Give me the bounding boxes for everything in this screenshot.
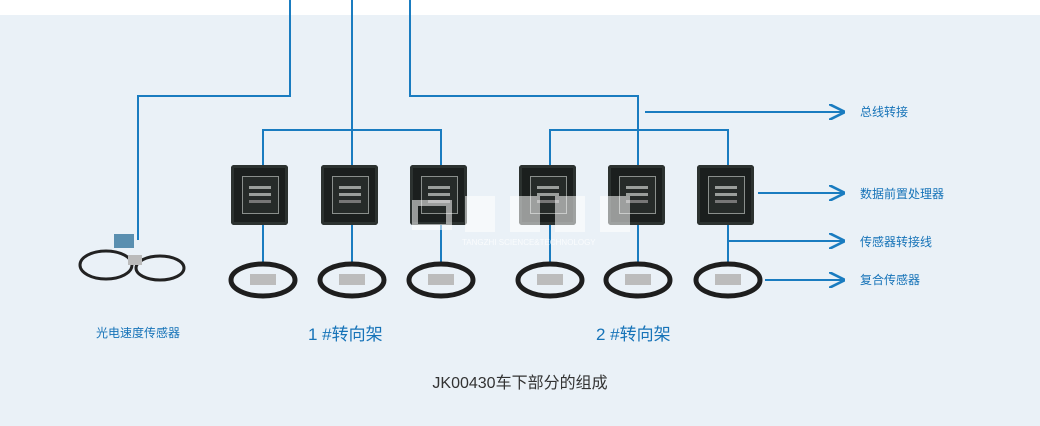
- diagram-title: JK00430车下部分的组成: [432, 375, 608, 392]
- watermark-text: TANGZHI SCIENCE&TECHNOLOGY: [462, 238, 596, 247]
- bogie-2-label: 2 #转向架: [596, 325, 671, 344]
- label-processor: 数据前置处理器: [860, 187, 945, 201]
- label-speed-sensor: 光电速度传感器: [96, 326, 181, 340]
- bogie-1-label: 1 #转向架: [308, 325, 383, 344]
- label-sensor: 复合传感器: [860, 273, 921, 287]
- label-bus: 总线转接: [860, 105, 909, 119]
- processor-box: [321, 165, 378, 225]
- processor-box: [231, 165, 288, 225]
- speed-sensor-line: [137, 0, 291, 240]
- label-cable: 传感器转接线: [860, 235, 933, 249]
- processor-box: [410, 165, 467, 225]
- processor-box: [608, 165, 665, 225]
- processor-box: [697, 165, 754, 225]
- speed-sensor-image: [78, 234, 186, 282]
